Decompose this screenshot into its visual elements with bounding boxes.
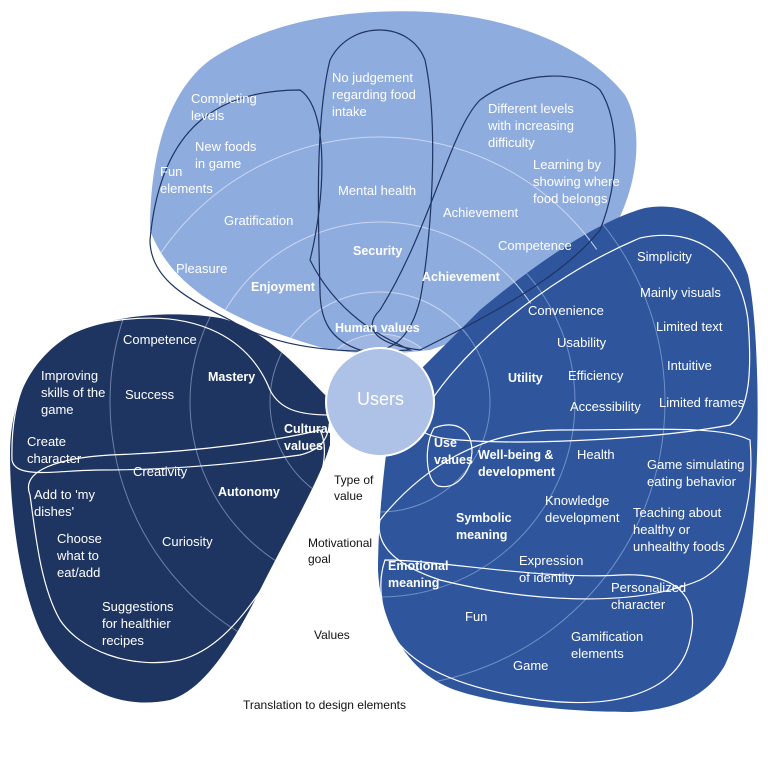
- goal-wellbeing: Well-being & development: [478, 448, 556, 479]
- value-fun: Fun: [465, 609, 488, 624]
- label-gamification: Gamification elements: [571, 629, 644, 661]
- value-usability: Usability: [557, 335, 607, 350]
- goal-enjoyment: Enjoyment: [251, 280, 315, 294]
- value-convenience: Convenience: [528, 303, 604, 318]
- legend-values: Values: [314, 628, 350, 642]
- left-rings: [109, 314, 330, 673]
- users-circle: [325, 347, 435, 457]
- top-group-outlines: [149, 29, 616, 352]
- value-competence-top: Competence: [498, 238, 572, 253]
- value-health: Health: [577, 447, 615, 462]
- label-personalized: Personalized character: [611, 580, 687, 612]
- label-simplicity: Simplicity: [637, 249, 692, 264]
- label-choose-what: Choose what to eat/add: [57, 531, 102, 580]
- value-knowledge: Knowledge development: [545, 493, 620, 525]
- label-new-foods: New foods in game: [195, 139, 257, 171]
- value-pleasure: Pleasure: [176, 261, 228, 276]
- label-improving-skills: Improving skills of the game: [41, 368, 106, 417]
- goal-mastery: Mastery: [208, 370, 256, 384]
- right-group-outlines: [378, 234, 752, 704]
- value-identity: Expression of identity: [519, 553, 584, 585]
- value-curiosity: Curiosity: [162, 534, 213, 549]
- legend-translation: Translation to design elements: [243, 698, 406, 712]
- label-add-to-dishes: Add to 'my dishes': [34, 487, 96, 519]
- value-competence-left: Competence: [123, 332, 197, 347]
- label-suggestions: Suggestions for healthier recipes: [102, 599, 174, 648]
- label-limited-text: Limited text: [656, 319, 723, 334]
- goal-emotional: Emotional meaning: [388, 559, 449, 590]
- goal-symbolic: Symbolic meaning: [456, 511, 512, 542]
- label-game-simulating: Game simulating eating behavior: [647, 457, 745, 489]
- legend-type-of-value: Type of value: [334, 473, 374, 503]
- label-mainly-visuals: Mainly visuals: [640, 285, 721, 300]
- type-human-values: Human values: [335, 321, 420, 335]
- value-achievement: Achievement: [443, 205, 519, 220]
- users-label: Users: [357, 389, 405, 409]
- label-fun-elements: Fun elements: [160, 164, 213, 196]
- label-no-judgement: No judgement regarding food intake: [332, 70, 416, 119]
- goal-achievement: Achievement: [422, 270, 500, 284]
- value-efficiency: Efficiency: [568, 368, 624, 383]
- legend-motivational-goal: Motivational goal: [308, 536, 373, 566]
- goal-autonomy: Autonomy: [218, 485, 280, 499]
- value-game: Game: [513, 658, 549, 673]
- label-different-levels: Different levels with increasing difficu…: [488, 101, 574, 150]
- type-cultural-values: Cultural values: [284, 422, 332, 453]
- label-limited-frames: Limited frames: [659, 395, 745, 410]
- label-teaching: Teaching about healthy or unhealthy food…: [633, 505, 725, 554]
- label-learning: Learning by showing where food belongs: [533, 157, 620, 206]
- label-intuitive: Intuitive: [667, 358, 712, 373]
- value-mental-health: Mental health: [338, 183, 417, 198]
- value-creativity: Creativity: [133, 464, 188, 479]
- value-success: Success: [125, 387, 175, 402]
- label-create-character: Create character: [27, 434, 82, 466]
- value-gratification: Gratification: [224, 213, 294, 228]
- type-use-values: Use values: [434, 436, 473, 467]
- goal-security: Security: [353, 244, 403, 258]
- left-group-outlines: [11, 317, 331, 664]
- value-accessibility: Accessibility: [570, 399, 641, 414]
- goal-utility: Utility: [508, 371, 543, 385]
- label-completing-levels: Completing levels: [191, 91, 257, 123]
